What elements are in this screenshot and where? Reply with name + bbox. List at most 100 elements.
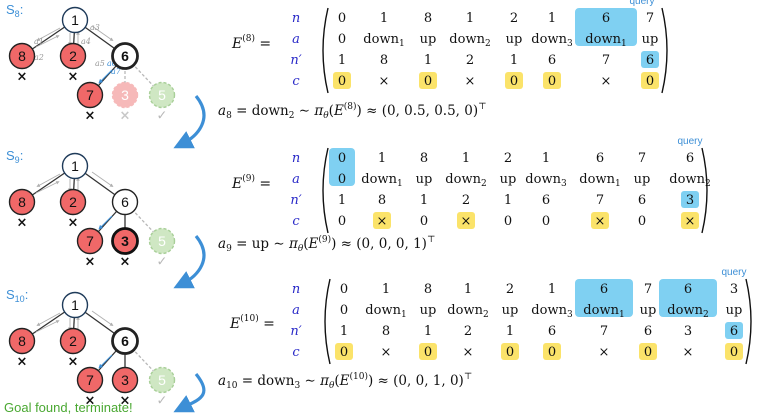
tree-node-label: 1 — [71, 158, 79, 174]
check-icon: ✓ — [157, 394, 168, 409]
matrix-cell: 0 — [504, 214, 512, 229]
tree-node-8 — [8, 327, 36, 355]
matrix-cell: 1 — [424, 324, 432, 339]
tree-node-5 — [148, 366, 176, 394]
tree-node-7 — [76, 366, 104, 394]
matrix-cell: 1 — [548, 11, 556, 26]
matrix-cell: 0 — [420, 214, 428, 229]
tree-node-label: 5 — [158, 87, 166, 103]
matrix-cell: 0 — [424, 74, 432, 89]
highlight-blue — [329, 148, 355, 186]
matrix-cell: × — [685, 214, 696, 229]
matrix-cell: up — [506, 32, 523, 47]
matrix-cell: × — [463, 345, 474, 360]
tree-node-label: 7 — [86, 233, 94, 249]
matrix-cell: 1 — [380, 11, 388, 26]
matrix-cell: 6 — [638, 193, 646, 208]
matrix-cell: 0 — [542, 214, 550, 229]
tree-node-2 — [59, 327, 87, 355]
matrix-cell: down3 — [531, 303, 573, 320]
check-icon: ✓ — [157, 255, 168, 270]
matrix-cell: up — [634, 172, 651, 187]
transition-arrows — [173, 94, 206, 413]
row-label: n — [292, 151, 300, 166]
matrix-cell: 0 — [340, 345, 348, 360]
cross-icon: × — [120, 255, 131, 270]
cross-icon: × — [17, 355, 28, 370]
query-label: query — [629, 0, 654, 7]
matrix-cell: down3 — [531, 32, 573, 49]
matrix-cell: 3 — [730, 282, 738, 297]
matrix-cell: 6 — [602, 11, 610, 26]
matrix-cell: 1 — [510, 53, 518, 68]
matrix-cell: 1 — [424, 53, 432, 68]
tree-node-label: 6 — [121, 194, 129, 210]
row-label: n — [292, 11, 300, 26]
cross-icon: × — [85, 255, 96, 270]
tree-node-label: 2 — [69, 333, 77, 349]
tree-node-label: 6 — [121, 48, 129, 64]
policy-equation: a10 = down3 ∼ πθ(E(10)) ≈ (0, 0, 1, 0)⊤ — [218, 371, 472, 391]
highlight-yellow — [543, 72, 561, 89]
matrix-cell: 1 — [338, 53, 346, 68]
matrix-cell: 8 — [424, 11, 432, 26]
matrix-cell: 6 — [646, 53, 654, 68]
search-tree-2: S10:18×2×67×3×5✓ — [6, 287, 176, 409]
tree-node-label: 1 — [71, 12, 79, 28]
cross-icon: × — [85, 394, 96, 409]
trajectory-arrow — [91, 310, 114, 327]
matrix-cell: 0 — [644, 345, 652, 360]
tree-node-5 — [148, 81, 176, 109]
tree-node-label: 3 — [121, 233, 129, 249]
matrix-cell: 0 — [548, 345, 556, 360]
tree-node-1 — [61, 291, 89, 319]
matrix-cell: up — [502, 303, 519, 318]
matrix-cell: up — [726, 303, 743, 318]
tree-node-label: 2 — [69, 194, 77, 210]
matrix-cell: up — [420, 303, 437, 318]
matrix-cell: 0 — [338, 11, 346, 26]
policy-equation: a9 = up ∼ πθ(E(9)) ≈ (0, 0, 0, 1)⊤ — [218, 234, 435, 254]
cross-icon: × — [68, 355, 79, 370]
highlight-yellow — [681, 212, 699, 229]
trajectory-arrow — [98, 69, 113, 84]
tree-node-label: 3 — [121, 87, 129, 103]
matrix-cell: 6 — [686, 151, 694, 166]
matrix-cell: 0 — [338, 214, 346, 229]
matrix-cell: up — [416, 172, 433, 187]
cross-icon: × — [120, 394, 131, 409]
matrix-cell: 1 — [378, 151, 386, 166]
matrix-cell: down2 — [445, 172, 486, 189]
tree-node-label: 5 — [158, 233, 166, 249]
highlight-yellow — [591, 212, 609, 229]
transition-arrow-1 — [173, 234, 206, 289]
matrix-cell: 0 — [338, 74, 346, 89]
highlight-yellow — [457, 212, 475, 229]
matrix-cell: 1 — [462, 151, 470, 166]
highlight-yellow — [501, 343, 519, 360]
edge-label: a1 — [34, 37, 44, 46]
highlight-blue — [659, 279, 717, 317]
tree-node-3 — [111, 227, 139, 255]
matrix-cell: 6 — [644, 324, 652, 339]
highlight-blue — [575, 279, 633, 317]
matrix-cell: 1 — [466, 11, 474, 26]
matrix-cell: down1 — [579, 172, 620, 189]
tree-node-label: 2 — [69, 48, 77, 64]
cross-icon: × — [68, 216, 79, 231]
highlight-yellow — [373, 212, 391, 229]
row-label: a — [292, 32, 300, 47]
row-label: n′ — [290, 193, 301, 208]
tree-node-3 — [111, 81, 139, 109]
query-label: query — [721, 267, 746, 278]
trajectory-arrow — [36, 173, 61, 187]
trajectory-arrow — [36, 312, 61, 326]
matrix-cell: × — [683, 345, 694, 360]
matrix-cell: × — [595, 214, 606, 229]
matrix-panel-1: E(9) =nan′c00101down18×8up101down22×2up1… — [218, 136, 711, 254]
tree-node-1 — [61, 152, 89, 180]
trajectory-arrow — [91, 25, 114, 42]
matrix-cell: down1 — [583, 303, 624, 320]
edge-label: a2 — [34, 53, 44, 62]
